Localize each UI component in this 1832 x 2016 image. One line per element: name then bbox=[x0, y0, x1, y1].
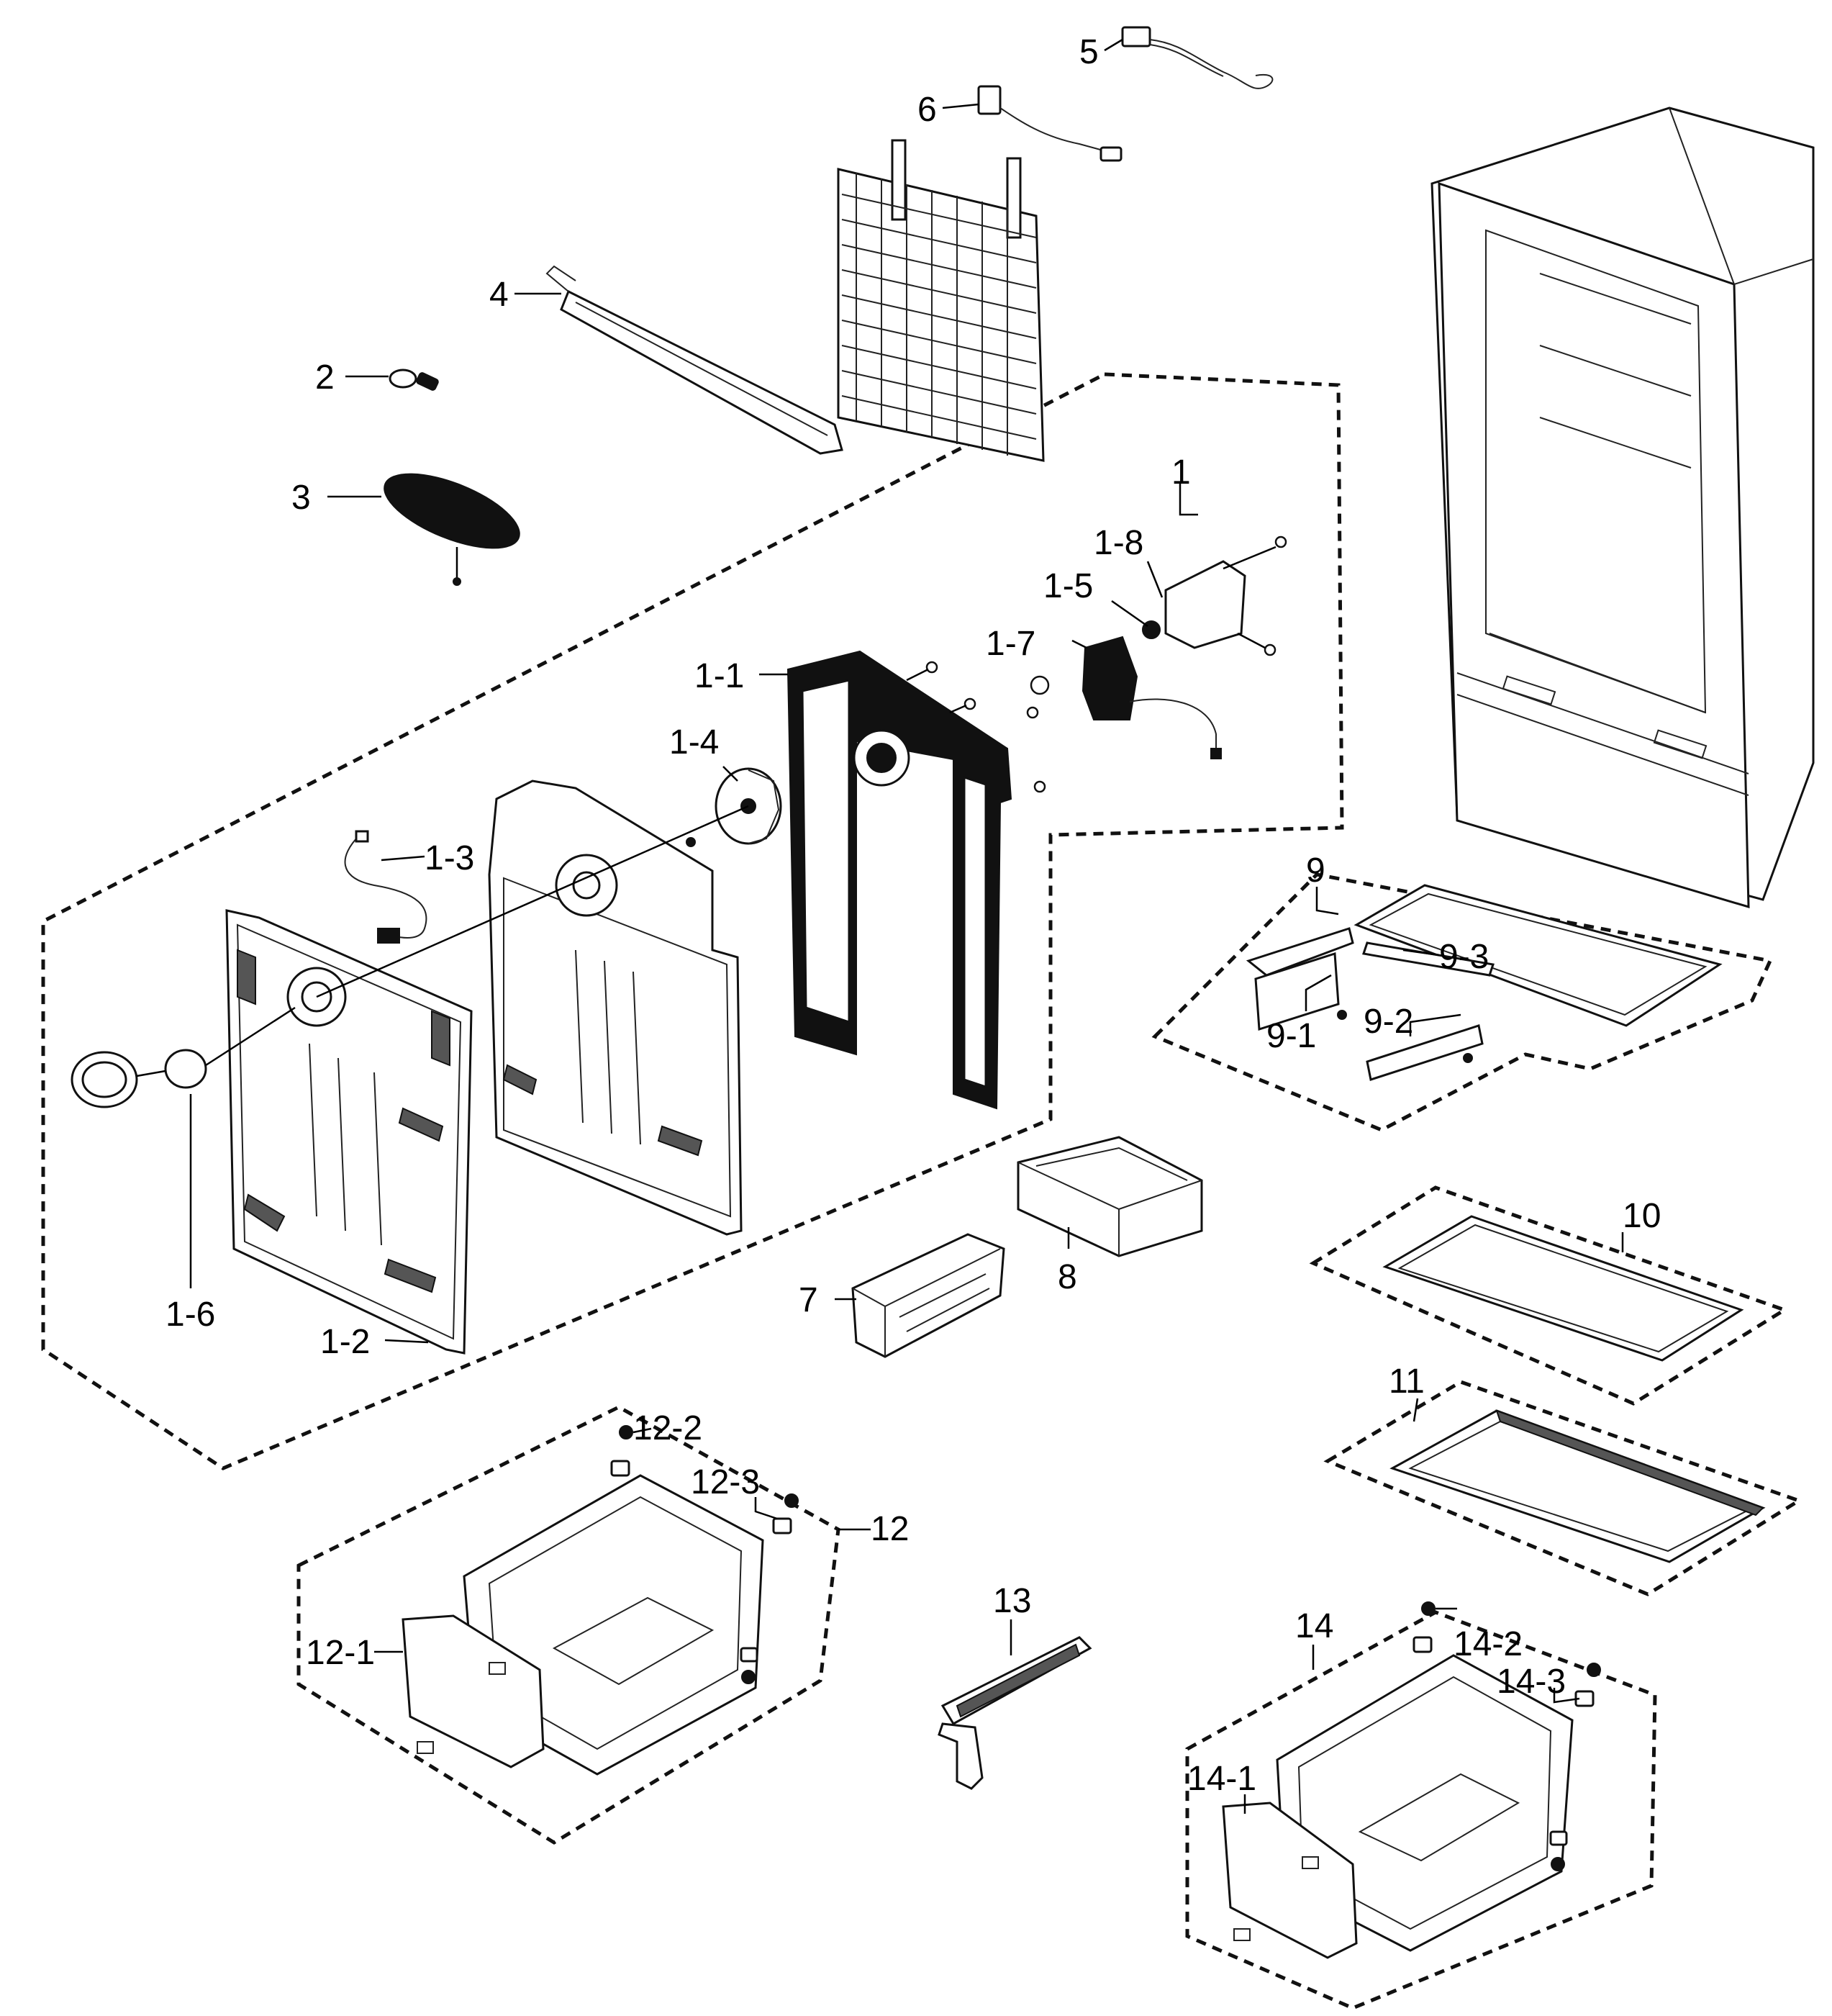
part-13-bracket bbox=[938, 1636, 1092, 1790]
part-8-tray bbox=[1017, 1136, 1203, 1257]
callout-9-3: 9-3 bbox=[1439, 938, 1489, 976]
part-5-sensor-harness bbox=[1121, 26, 1274, 89]
callout-5: 5 bbox=[1079, 33, 1099, 71]
callout-12-3: 12-3 bbox=[691, 1463, 760, 1501]
part-1-8-bracket bbox=[1164, 535, 1287, 656]
part-6-sensor-wire bbox=[977, 85, 1123, 162]
part-9-shelf bbox=[1246, 884, 1723, 1081]
callout-3: 3 bbox=[291, 479, 311, 517]
callout-9: 9 bbox=[1306, 851, 1325, 890]
callout-labels: 5 6 2 4 3 1 1-8 1-5 1-7 1-1 1-4 1-3 1-2 … bbox=[165, 33, 1661, 1798]
part-evaporator-duct-rear bbox=[316, 779, 749, 1236]
refrigerator-cabinet bbox=[1430, 107, 1815, 909]
callout-2: 2 bbox=[315, 358, 335, 397]
callout-1-2: 1-2 bbox=[320, 1323, 370, 1361]
callout-7: 7 bbox=[799, 1281, 818, 1319]
part-2-clip bbox=[389, 369, 439, 391]
callout-4: 4 bbox=[489, 276, 509, 314]
callout-9-1: 9-1 bbox=[1266, 1017, 1316, 1055]
callout-8: 8 bbox=[1058, 1258, 1077, 1296]
callout-1-4: 1-4 bbox=[669, 723, 719, 761]
callout-1-1: 1-1 bbox=[694, 657, 744, 695]
assembly-14-outline bbox=[1185, 1610, 1657, 2010]
callout-1: 1 bbox=[1171, 453, 1191, 492]
assembly-12-outline bbox=[296, 1405, 840, 1845]
part-12-crisper-drawer bbox=[402, 1425, 799, 1776]
part-1-6-fan-cap bbox=[71, 1006, 296, 1108]
part-1-2-evaporator-cover-front bbox=[225, 909, 473, 1355]
part-10-shelf bbox=[1382, 1215, 1744, 1362]
callout-14-3: 14-3 bbox=[1497, 1663, 1566, 1701]
part-1-7-fan-motor bbox=[1030, 636, 1222, 759]
callout-1-5: 1-5 bbox=[1043, 567, 1093, 605]
callout-1-3: 1-3 bbox=[425, 839, 474, 877]
callout-1-8: 1-8 bbox=[1094, 524, 1143, 562]
callout-10: 10 bbox=[1623, 1197, 1661, 1235]
part-1-3-wire-harness bbox=[344, 830, 427, 944]
callout-12-2: 12-2 bbox=[633, 1409, 702, 1447]
callout-14-1: 14-1 bbox=[1187, 1760, 1256, 1798]
callout-14-2: 14-2 bbox=[1454, 1625, 1523, 1663]
part-14-crisper-drawer bbox=[1222, 1601, 1601, 1959]
leader-lines bbox=[189, 38, 1624, 1814]
part-11-shelf bbox=[1389, 1409, 1766, 1563]
part-3-oval-cover bbox=[384, 473, 520, 586]
assembly-9-outline bbox=[1151, 872, 1773, 1132]
evaporator-coil bbox=[837, 139, 1045, 462]
callout-14: 14 bbox=[1295, 1607, 1333, 1645]
callout-6: 6 bbox=[917, 91, 937, 129]
part-1-4-fan-blade bbox=[686, 767, 782, 847]
part-7-door-bin bbox=[851, 1233, 1005, 1358]
callout-13: 13 bbox=[993, 1582, 1031, 1620]
part-4-drain-channel bbox=[545, 265, 843, 455]
callout-1-6: 1-6 bbox=[165, 1296, 215, 1334]
part-1-1-fan-housing bbox=[786, 650, 1046, 1110]
callout-11: 11 bbox=[1389, 1362, 1425, 1401]
callout-12: 12 bbox=[871, 1510, 909, 1548]
callout-9-2: 9-2 bbox=[1364, 1003, 1413, 1041]
assembly-1-outline bbox=[41, 372, 1344, 1470]
assembly-10-outline bbox=[1309, 1185, 1789, 1406]
callout-12-1: 12-1 bbox=[306, 1634, 375, 1672]
callout-1-7: 1-7 bbox=[986, 625, 1035, 663]
